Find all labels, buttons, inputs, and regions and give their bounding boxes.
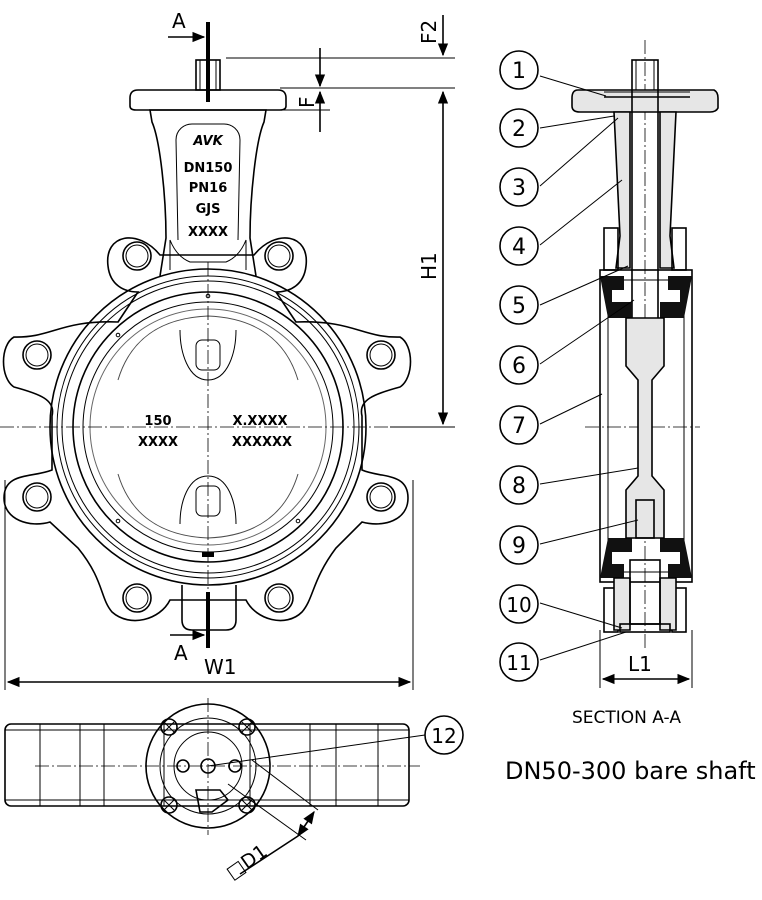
svg-text:5: 5 [512,294,526,319]
lug-hole [122,241,152,271]
dim-w1: W1 [204,655,237,679]
disc-hub-bottom [179,475,237,525]
part-bubble-9: 9 [499,525,539,565]
lug-hole [22,340,52,370]
d1-dimension-line [297,810,315,838]
section-liner-bottom [600,538,632,578]
svg-text:8: 8 [512,474,526,499]
part-bubble-11: 11 [499,642,539,682]
lug-hole [264,583,294,613]
flange-right-bottom: XXXXXX [232,435,292,450]
svg-text:6: 6 [512,354,526,379]
section-marker-top: A [172,9,186,33]
svg-text:11: 11 [506,651,531,675]
svg-text:3: 3 [512,176,526,201]
front-view: A A AVK DN150 PN16 GJS XXXX 150 XXXX X.X… [0,9,455,690]
dim-f2: F2 [417,20,441,44]
part-bubble-2: 2 [499,108,539,148]
flange-bolt [238,796,256,814]
part-bubble-3: 3 [499,167,539,207]
svg-text:9: 9 [512,534,526,559]
lug-body-outline [2,237,412,622]
part-bubble-10: 10 [499,584,539,624]
drawing-title: DN50-300 bare shaft [505,757,756,785]
flange-bolt [238,718,256,736]
svg-text:12: 12 [431,724,456,748]
dim-d1: □D1 [222,840,271,884]
svg-text:4: 4 [512,235,526,260]
avk-logo: AVK [192,134,223,149]
section-disc [625,317,665,539]
section-label: SECTION A-A [572,708,681,728]
dim-l1: L1 [628,652,652,676]
marking-placeholder: XXXX [188,225,228,240]
dim-f: F [295,96,319,108]
lug-hole [264,241,294,271]
lug-hole [366,482,396,512]
marking-material: GJS [196,202,221,217]
part-bubble-8: 8 [499,465,539,505]
flange-bolt [160,796,178,814]
section-view: L1 [539,40,719,688]
lug-hole [122,583,152,613]
section-body [599,269,693,583]
flange-size: 150 [144,414,171,429]
svg-text:2: 2 [512,117,526,142]
part-bubble-6: 6 [499,345,539,385]
part-bubble-4: 4 [499,226,539,266]
part-bubble-5: 5 [499,285,539,325]
lug-hole [22,482,52,512]
lug-hole [366,340,396,370]
section-top-plate [571,89,719,113]
marking-pn: PN16 [189,181,228,196]
svg-text:1: 1 [512,59,526,84]
svg-text:AVK: AVK [192,134,223,149]
top-view-body [4,723,410,807]
part-bubble-7: 7 [499,405,539,445]
section-marker-bottom: A [174,641,188,665]
part-bubble-1: 1 [499,50,539,90]
section-liner-top [600,276,632,318]
dim-h1: H1 [417,252,441,280]
top-view: □D1 [4,698,426,884]
flange-right-top: X.XXXX [232,414,287,429]
svg-text:7: 7 [512,414,526,439]
marking-dn: DN150 [184,161,233,176]
svg-text:10: 10 [506,593,531,617]
part-bubble-12: 12 [424,715,464,755]
flange-left-code: XXXX [138,435,178,450]
flange-bolt [160,718,178,736]
